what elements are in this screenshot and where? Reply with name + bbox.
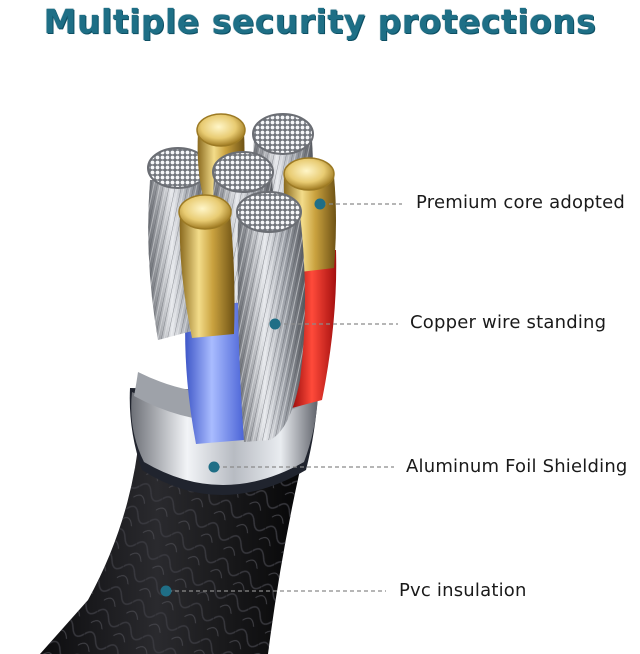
callout-label-copper-wire: Copper wire standing [410,312,607,333]
callout-dot [314,198,326,210]
callout-label-aluminum-foil: Aluminum Foil Shielding [406,456,628,477]
callout-label-premium-core: Premium core adopted [416,192,625,213]
callout-label-pvc-insulation: Pvc insulation [399,580,527,601]
callout-aluminum-foil [208,461,394,473]
callout-dot [160,585,172,597]
callout-premium-core [314,198,402,210]
callout-dot [269,318,281,330]
page-title: Multiple security protections [43,2,597,41]
callout-copper-wire [269,318,398,330]
gold-core-front [178,194,235,338]
callout-pvc-insulation [160,585,386,597]
callout-dot [208,461,220,473]
